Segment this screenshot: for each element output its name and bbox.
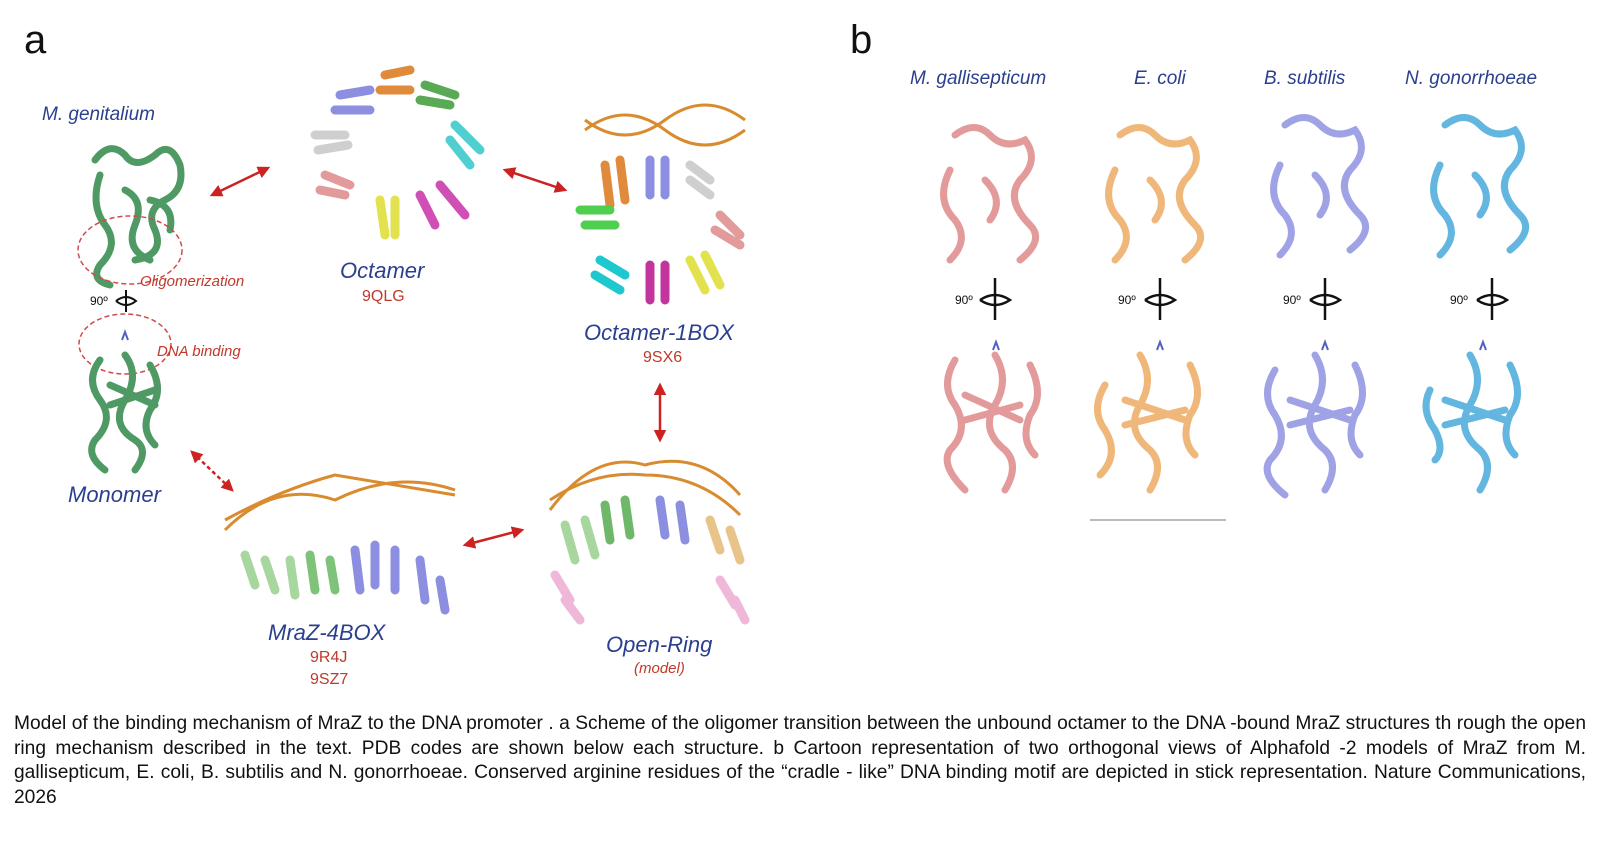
transition-arrows [190, 166, 667, 549]
octamer-1box-dna [584, 103, 746, 147]
dna-binding-ellipse [78, 313, 172, 375]
arrow-monomer-mraz4box [190, 450, 234, 492]
arrow-mraz4box-openring [462, 526, 525, 549]
open-ring-structure [550, 495, 750, 625]
arginine-sticks [121, 329, 129, 341]
mraz-4box-label: MraZ-4BOX [268, 620, 386, 645]
open-ring-note: (model) [634, 660, 685, 677]
monomer-side-structure [88, 351, 161, 474]
b-species-b-subtilis: B. subtilis [1264, 68, 1346, 89]
rotation-icon [115, 290, 138, 312]
b-arginine-sticks [992, 339, 1487, 351]
b-rotation-label-1: 90º [955, 293, 973, 307]
panel-a-letter: a [24, 18, 47, 62]
b-structure-e-coli [1094, 124, 1205, 494]
octamer-1box-label: Octamer-1BOX [584, 320, 734, 345]
b-species-m-gallisepticum: M. gallisepticum [910, 68, 1047, 89]
rotation-label-a: 90º [90, 294, 108, 308]
mraz-4box-pdb-code-1: 9R4J [310, 649, 348, 666]
oligomerization-ellipse [77, 215, 183, 285]
oligomerization-label: Oligomerization [140, 273, 245, 290]
octamer-1box-pdb-code: 9SX6 [643, 349, 683, 366]
b-structure-b-subtilis [1263, 114, 1370, 499]
b-structure-m-gallisepticum [940, 124, 1041, 494]
arrow-octamer-octamer1box [502, 167, 568, 193]
dna-binding-label: DNA binding [157, 343, 241, 360]
b-structure-n-gonorrhoeae [1422, 114, 1530, 494]
figure-caption: Model of the binding mechanism of MraZ t… [14, 713, 1586, 808]
octamer-structure [310, 65, 485, 240]
b-species-n-gonorrhoeae: N. gonorrhoeae [1405, 68, 1538, 89]
figure-graphics [77, 65, 1530, 625]
monomer-label: Monomer [68, 482, 161, 507]
mraz-4box-structure [240, 540, 450, 615]
b-rotation-label-4: 90º [1450, 293, 1468, 307]
octamer-pdb-code: 9QLG [362, 288, 405, 305]
species-label-m-genitalium: M. genitalium [42, 104, 155, 125]
arrow-monomer-octamer [209, 166, 271, 197]
b-rotation-label-2: 90º [1118, 293, 1136, 307]
mraz-4box-dna [223, 473, 456, 532]
octamer-label: Octamer [340, 258, 425, 283]
b-species-e-coli: E. coli [1134, 68, 1186, 89]
monomer-top-structure [91, 145, 185, 289]
b-rotation-icons [979, 278, 1510, 320]
open-ring-dna [548, 459, 742, 517]
b-rotation-label-3: 90º [1283, 293, 1301, 307]
octamer-1box-structure [575, 155, 745, 305]
open-ring-label: Open-Ring [606, 632, 713, 657]
mraz-4box-pdb-code-2: 9SZ7 [310, 671, 349, 688]
panel-b-letter: b [850, 18, 873, 62]
